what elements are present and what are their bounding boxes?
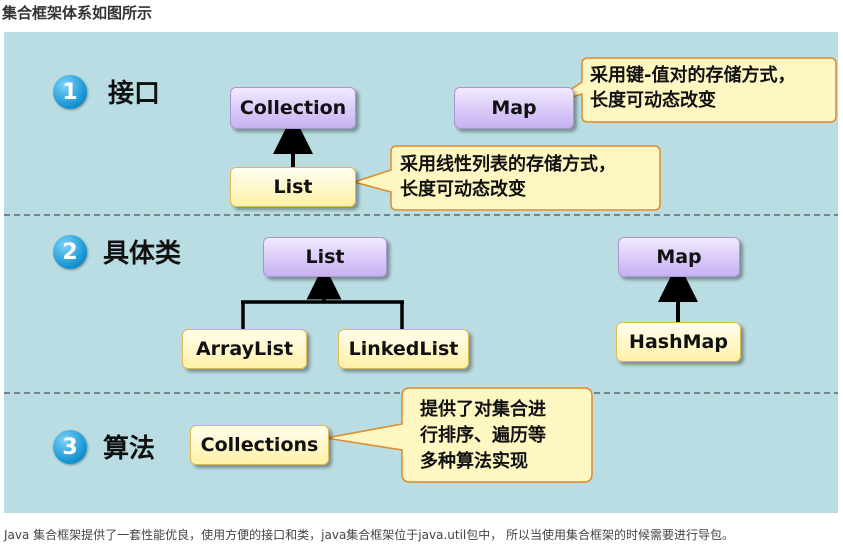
section-3-badge: 3 — [53, 430, 87, 464]
list-callout-line-1: 采用线性列表的存储方式， — [400, 154, 616, 175]
map-callout-line-2: 长度可动态改变 — [590, 90, 716, 111]
diagram-panel: 1 接口 2 具体类 3 算法 Collection Map List List… — [4, 32, 838, 513]
list-callout-line-2: 长度可动态改变 — [400, 179, 526, 200]
section-3-title: 算法 — [103, 434, 156, 464]
linkedlist-node: LinkedList — [338, 329, 469, 369]
collections-callout-line-3: 多种算法实现 — [420, 451, 528, 472]
map-interface-node: Map — [454, 87, 574, 129]
section-1-badge: 1 — [53, 75, 87, 109]
collection-interface-node: Collection — [230, 87, 356, 129]
map-callout-line-1: 采用键-值对的存储方式， — [590, 65, 796, 86]
page-caption: Java 集合框架提供了一套性能优良，使用方便的接口和类，java集合框架位于j… — [4, 528, 735, 542]
list-class-node: List — [263, 237, 387, 277]
page-heading: 集合框架体系如图所示 — [2, 4, 153, 22]
collections-node: Collections — [190, 425, 329, 465]
section-1-title: 接口 — [108, 79, 161, 109]
arraylist-node: ArrayList — [182, 329, 307, 369]
hashmap-node: HashMap — [616, 322, 741, 362]
list-interface-node: List — [230, 167, 356, 207]
diagram-connectors — [4, 57, 838, 483]
map-class-node: Map — [618, 237, 740, 277]
collections-callout-line-2: 行排序、遍历等 — [420, 425, 546, 446]
section-2-badge: 2 — [53, 235, 87, 269]
collections-callout-line-1: 提供了对集合进 — [420, 399, 546, 420]
section-2-title: 具体类 — [103, 239, 182, 269]
